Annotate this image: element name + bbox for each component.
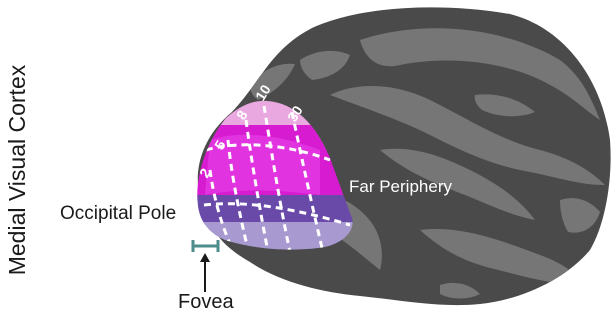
figure-title: Medial Visual Cortex (4, 40, 31, 300)
far-periphery-label: Far Periphery (349, 178, 452, 195)
fovea-marker (193, 240, 218, 292)
occipital-pole-label: Occipital Pole (60, 204, 176, 223)
fovea-arrowhead (200, 253, 210, 262)
fovea-label: Fovea (178, 292, 234, 312)
